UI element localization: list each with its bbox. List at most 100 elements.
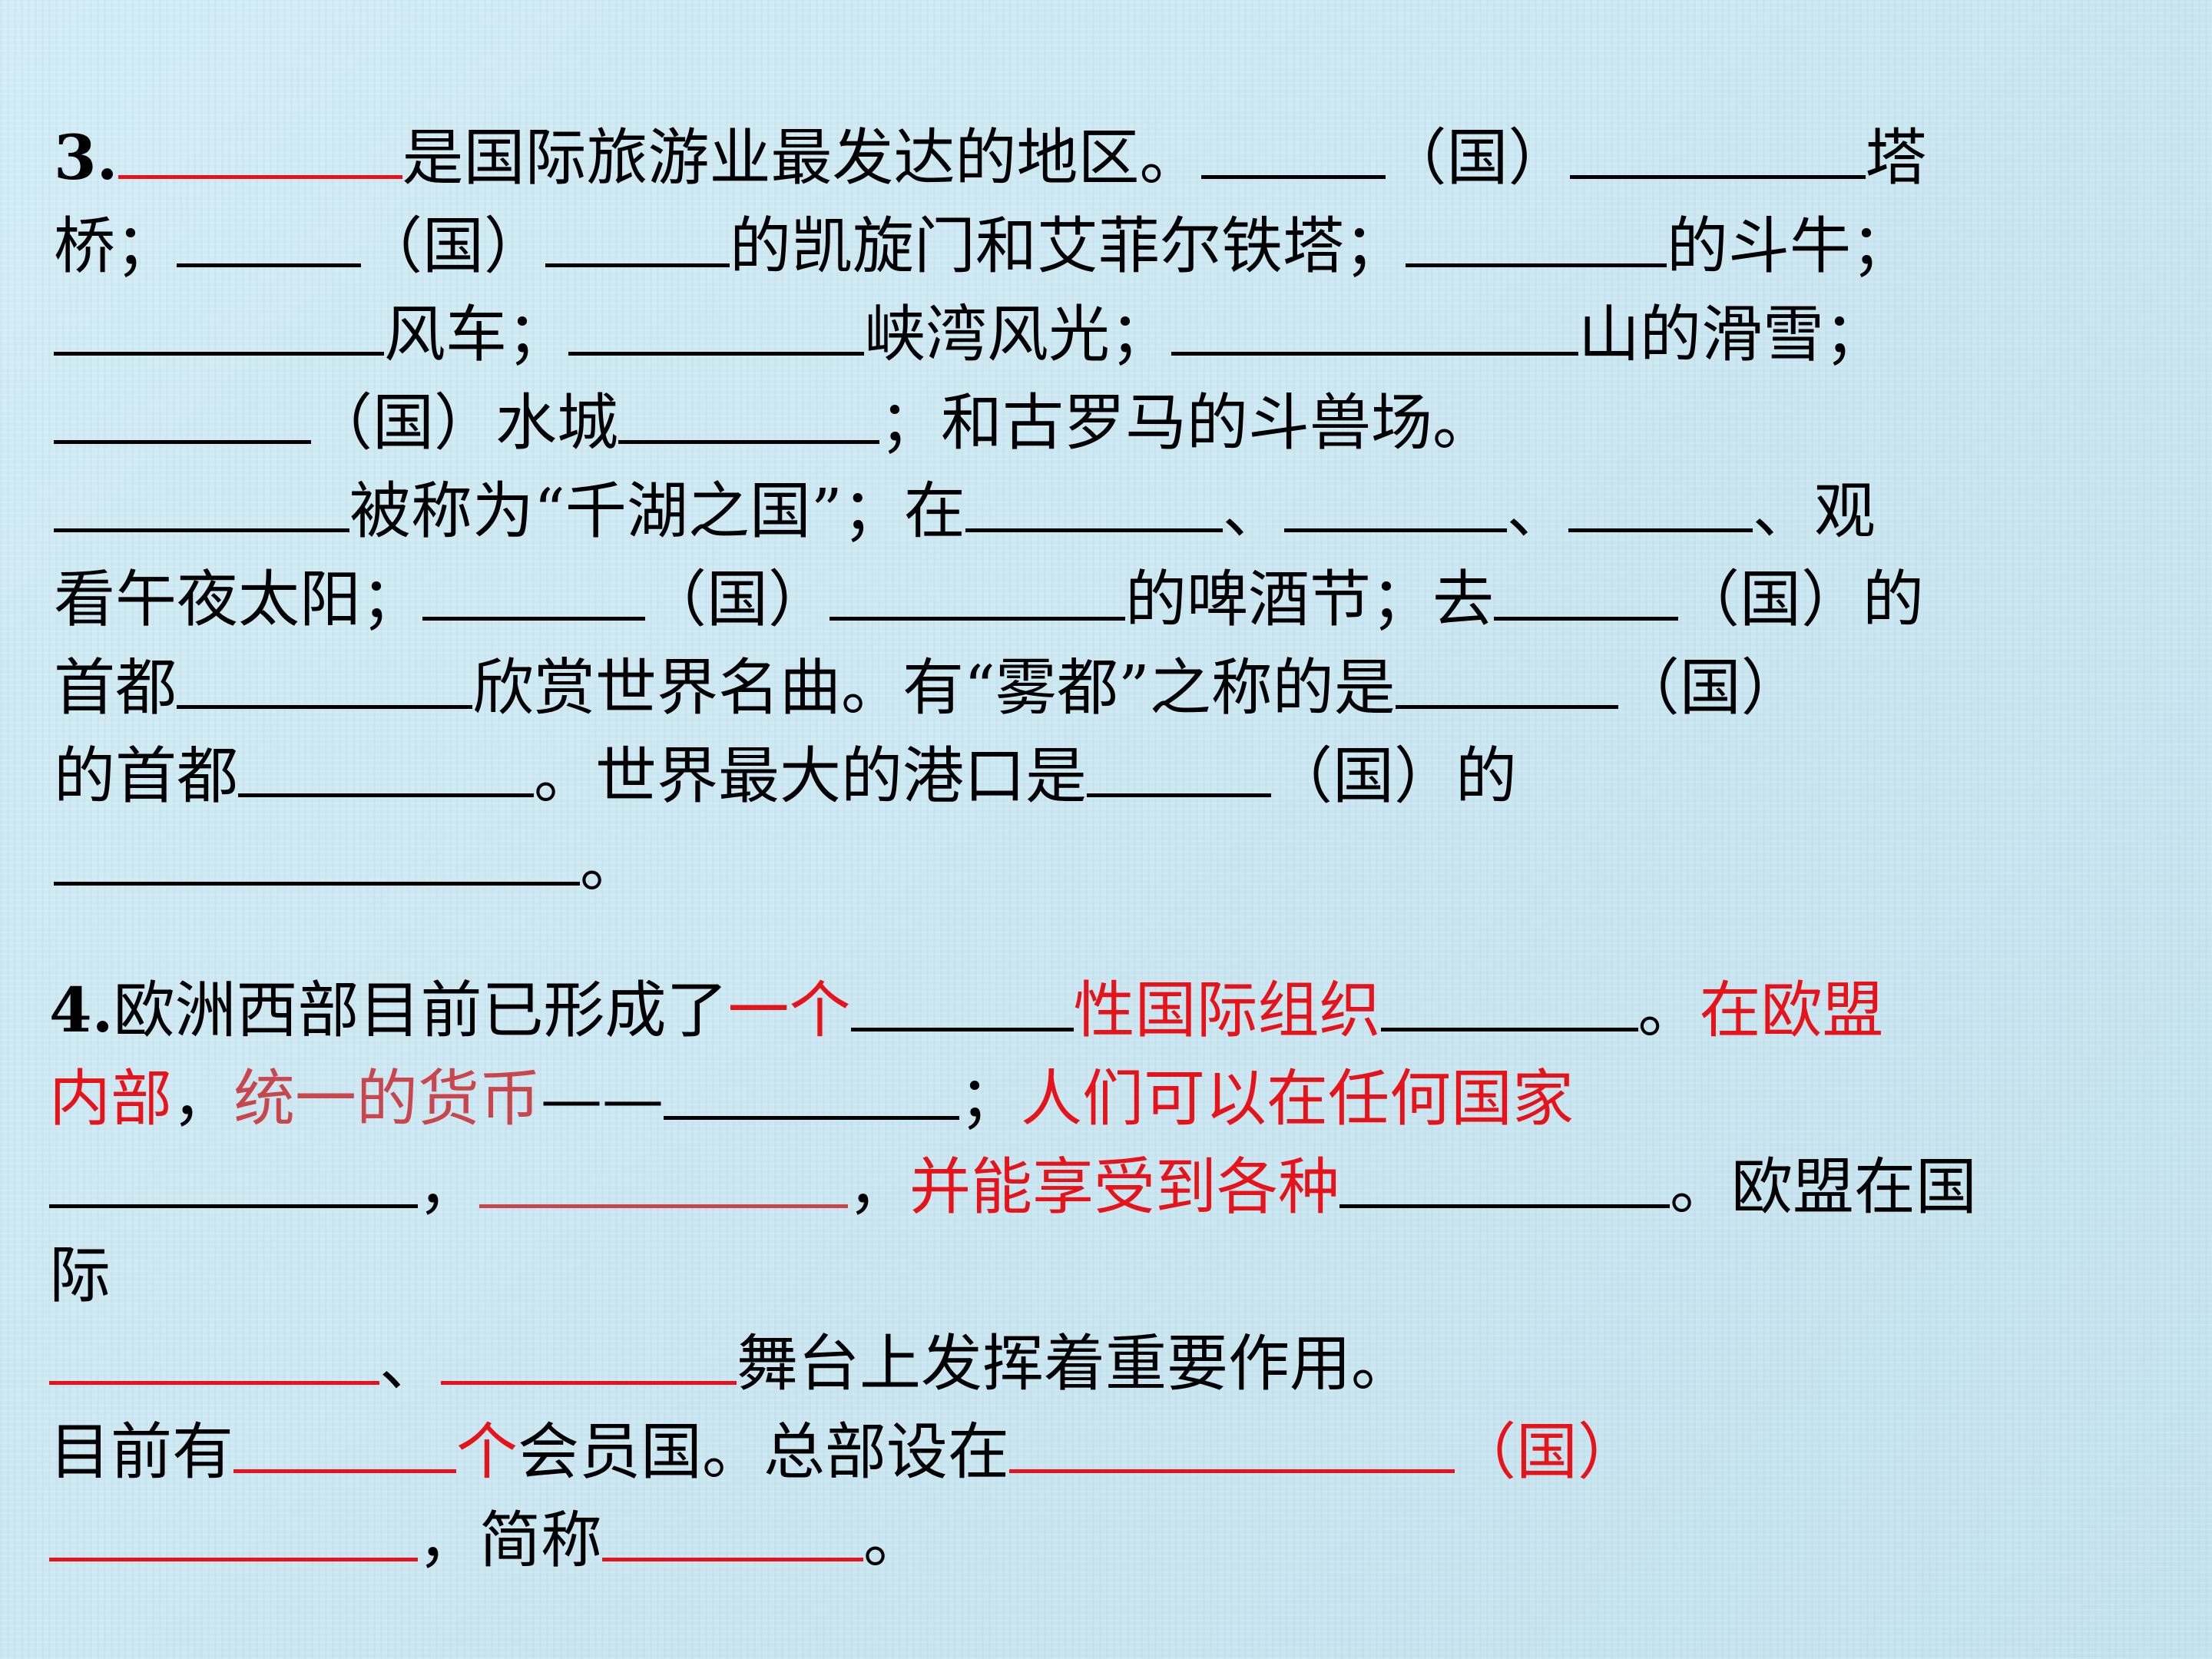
blank[interactable] xyxy=(1380,972,1638,1031)
text: 的啤酒节；去 xyxy=(1125,564,1494,635)
text: 目前有 xyxy=(49,1416,233,1488)
blank[interactable] xyxy=(1171,296,1578,356)
blank[interactable] xyxy=(1200,120,1386,179)
blank[interactable] xyxy=(1009,1414,1455,1473)
text: 。 xyxy=(863,1505,925,1576)
blank[interactable] xyxy=(1395,650,1618,709)
blank[interactable] xyxy=(49,1326,379,1385)
text: 、 xyxy=(1506,475,1568,547)
text: 的斗牛； xyxy=(1667,210,1912,282)
text-red: 个 xyxy=(456,1416,518,1488)
q4-line-2: 内部，统一的货币—— ；人们可以在任何国家 xyxy=(49,1055,2169,1143)
q3-line-2: 桥；（国）的凯旋门和艾菲尔铁塔；的斗牛； xyxy=(54,202,2174,290)
blank[interactable] xyxy=(618,385,879,444)
blank[interactable] xyxy=(602,1502,863,1561)
question-4: 4.欧洲西部目前已形成了一个性国际组织。在欧盟 内部，统一的货币——；人们可以在… xyxy=(49,966,2169,1584)
blank[interactable] xyxy=(545,208,730,267)
text: 欣赏世界名曲。有“雾都”之称的是 xyxy=(472,652,1396,724)
blank[interactable] xyxy=(238,738,534,797)
blank[interactable] xyxy=(568,296,864,356)
blank[interactable] xyxy=(441,1326,737,1385)
text: 的首都 xyxy=(54,740,238,812)
q4-line-1: 4.欧洲西部目前已形成了一个 性国际组织 。在欧盟 xyxy=(49,966,2169,1055)
text: 山的滑雪； xyxy=(1578,299,1886,370)
blank[interactable] xyxy=(177,208,361,267)
text: 舞台上发挥着重要作用。 xyxy=(737,1328,1412,1399)
text: 峡湾风光； xyxy=(864,299,1171,370)
text-red: 一个 xyxy=(727,975,851,1046)
blank[interactable] xyxy=(233,1414,456,1473)
blank[interactable] xyxy=(664,1061,959,1120)
text: ， xyxy=(418,1151,479,1223)
text: 风车； xyxy=(384,299,568,370)
text: 看午夜太阳； xyxy=(54,564,422,635)
blank[interactable] xyxy=(54,473,349,532)
q3-line-4: （国）水城 ；和古罗马的斗兽场。 xyxy=(54,379,2174,467)
q4-line-3: ，，并能享受到各种。欧盟在国 xyxy=(49,1143,2169,1231)
blank[interactable] xyxy=(1406,208,1667,267)
q3-number: 3. xyxy=(54,121,118,194)
blank[interactable] xyxy=(49,1149,418,1208)
text: 桥； xyxy=(54,210,177,282)
q3-line-7: 首都 欣赏世界名曲。有“雾都”之称的是 （国） xyxy=(54,644,2174,732)
text: 首都 xyxy=(54,652,177,724)
text: 塔 xyxy=(1865,122,1927,194)
text: 际 xyxy=(49,1240,111,1311)
blank[interactable] xyxy=(965,473,1223,532)
blank[interactable] xyxy=(54,385,311,444)
text: （国） xyxy=(1618,652,1803,724)
q3-line-1: 3.是国际旅游业最发达的地区。（国）塔 xyxy=(54,114,2174,202)
blank[interactable] xyxy=(1087,738,1271,797)
text-red: 人们可以在任何国家 xyxy=(1021,1063,1574,1134)
text-red: 性国际组织 xyxy=(1073,975,1381,1046)
text: ， xyxy=(172,1063,233,1134)
text: （国）的 xyxy=(1678,564,1924,635)
text: 。欧盟在国 xyxy=(1670,1151,1977,1223)
text: ， xyxy=(848,1151,909,1223)
q3-line-6: 看午夜太阳； （国） 的啤酒节；去 （国）的 xyxy=(54,555,2174,644)
text: （国） xyxy=(1385,122,1570,194)
blank[interactable] xyxy=(850,972,1074,1031)
q3-line-8: 的首都。世界最大的港口是（国）的 xyxy=(54,732,2174,820)
blank[interactable] xyxy=(177,650,472,709)
text-red: 在欧盟 xyxy=(1699,975,1884,1046)
text: （国） xyxy=(645,564,830,635)
q3-line-5: 被称为“千湖之国”；在 、 、 、观 xyxy=(54,467,2174,555)
blank[interactable] xyxy=(1568,473,1753,532)
text: 被称为“千湖之国”；在 xyxy=(349,475,965,547)
blank[interactable] xyxy=(118,120,402,179)
text: ，简称 xyxy=(418,1505,602,1576)
text: ； xyxy=(959,1063,1021,1134)
q3-line-3: 风车； 峡湾风光； 山的滑雪； xyxy=(54,290,2174,379)
blank[interactable] xyxy=(830,561,1125,621)
blank[interactable] xyxy=(54,296,384,356)
text: ；和古罗马的斗兽场。 xyxy=(879,387,1494,459)
blank[interactable] xyxy=(479,1149,848,1208)
text-red: 内部 xyxy=(49,1063,172,1134)
blank[interactable] xyxy=(1283,473,1507,532)
text: 、观 xyxy=(1752,475,1876,547)
text: 欧洲西部目前已形成了 xyxy=(113,975,728,1046)
q4-line-5: 、舞台上发挥着重要作用。 xyxy=(49,1320,2169,1408)
text: 。 xyxy=(1637,975,1700,1046)
text: 、 xyxy=(1222,475,1284,547)
text: —— xyxy=(541,1063,664,1134)
text: 。世界最大的港口是 xyxy=(534,740,1087,812)
text: 。 xyxy=(580,829,641,900)
blank[interactable] xyxy=(1339,1149,1670,1208)
blank[interactable] xyxy=(49,1502,418,1561)
q4-line-4: 际 xyxy=(49,1231,2169,1320)
text-red: 并能享受到各种 xyxy=(909,1151,1339,1223)
blank[interactable] xyxy=(1569,120,1866,179)
blank[interactable] xyxy=(422,561,645,621)
text: 会员国。总部设在 xyxy=(518,1416,1009,1488)
text-red: （国） xyxy=(1455,1416,1639,1488)
text: （国） xyxy=(361,210,545,282)
q4-number: 4. xyxy=(49,974,114,1046)
text: （国）水城 xyxy=(311,387,618,459)
blank[interactable] xyxy=(1494,561,1678,621)
q4-line-7: ，简称 。 xyxy=(49,1496,2169,1584)
blank[interactable] xyxy=(54,826,580,886)
text-muted-red: 统一的货币 xyxy=(233,1063,541,1134)
